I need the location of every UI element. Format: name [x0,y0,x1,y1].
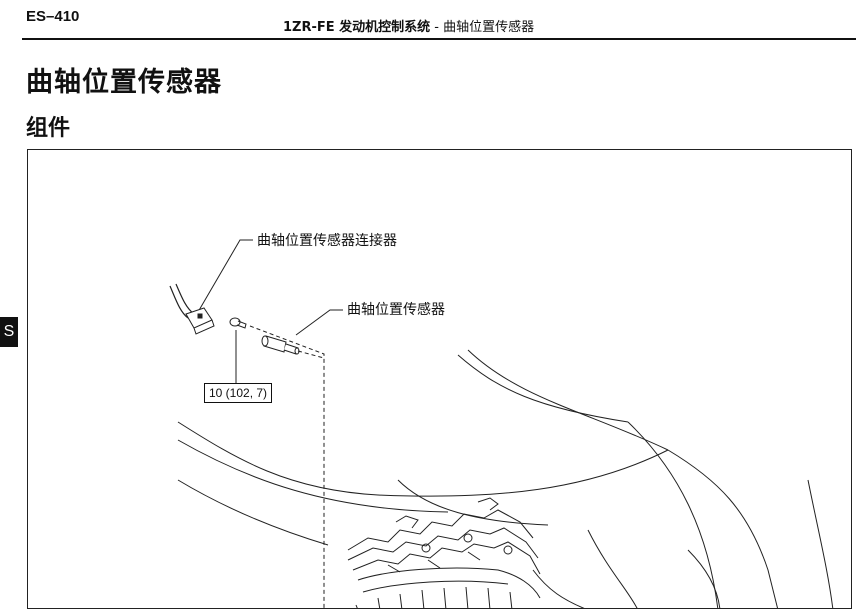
page-title: 曲轴位置传感器 [26,67,222,98]
connector-leader-line [197,239,253,313]
sensor-leader-line [295,309,343,336]
header-title-bold: 1ZR-FE 发动机控制系统 [283,20,431,35]
header-title-rest: 曲轴位置传感器 [443,20,535,35]
header-title: 1ZR-FE 发动机控制系统 - 曲轴位置传感器 [283,16,534,35]
car-body-outline [177,349,834,608]
header-title-sep: - [430,20,444,35]
bolt-drawing [229,317,247,329]
component-figure: 曲轴位置传感器连接器 曲轴位置传感器 10 (102, 7) [27,149,852,609]
sensor-drawing [261,335,300,355]
header-rule [22,38,856,40]
page-code: ES–410 [26,8,80,25]
callout-sensor: 曲轴位置传感器 [347,302,445,318]
assembly-dashed-line [249,325,325,608]
torque-spec-box: 10 (102, 7) [204,383,273,403]
engine-illustration [169,239,834,608]
side-tab: S [0,317,18,347]
callout-connector: 曲轴位置传感器连接器 [257,233,397,249]
engine-block [347,497,541,608]
connector-drawing [169,283,215,335]
section-title: 组件 [26,116,71,141]
